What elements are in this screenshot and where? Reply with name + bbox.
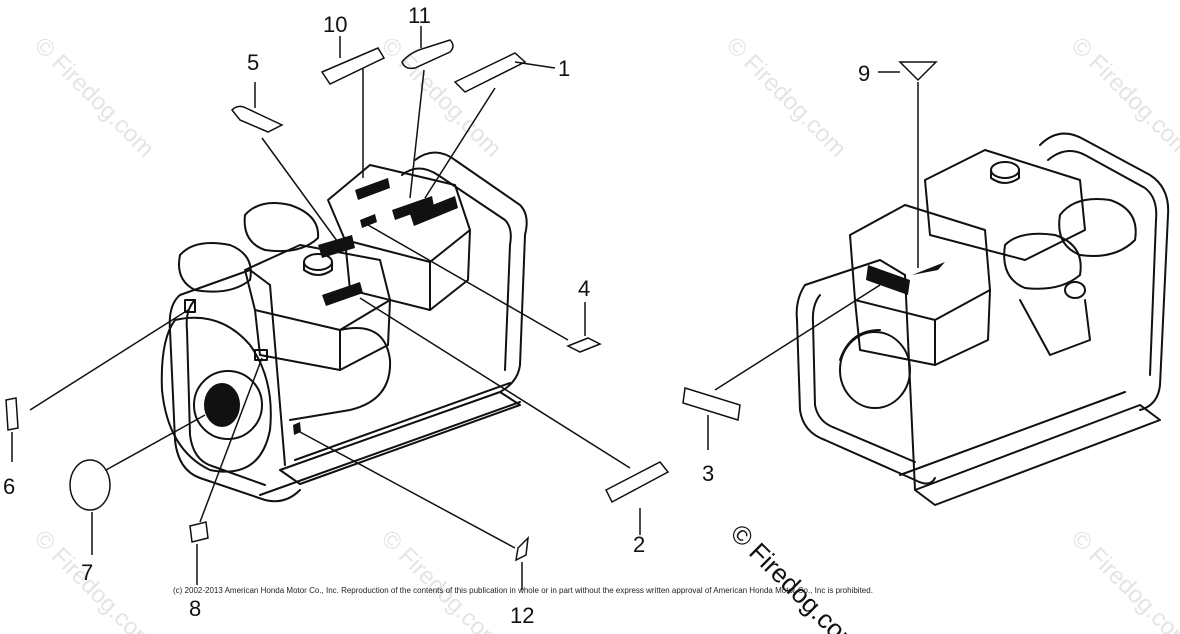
callout-9: 9: [858, 61, 871, 86]
pump-right: [795, 132, 1170, 506]
callout-4: 4: [578, 276, 591, 301]
callout-11: 11: [408, 3, 431, 28]
callout-12: 12: [510, 603, 535, 628]
callout-10: 10: [323, 12, 348, 37]
copyright-notice: (c) 2002-2013 American Honda Motor Co., …: [173, 586, 873, 595]
callout-5: 5: [247, 50, 260, 75]
callout-7: 7: [81, 560, 94, 585]
decal-parts: [5, 26, 938, 590]
callout-3: 3: [702, 461, 715, 486]
callout-6: 6: [3, 474, 16, 499]
callout-1: 1: [558, 56, 571, 81]
pump-left: [160, 151, 528, 503]
callout-8: 8: [189, 596, 202, 621]
callout-2: 2: [633, 532, 646, 557]
